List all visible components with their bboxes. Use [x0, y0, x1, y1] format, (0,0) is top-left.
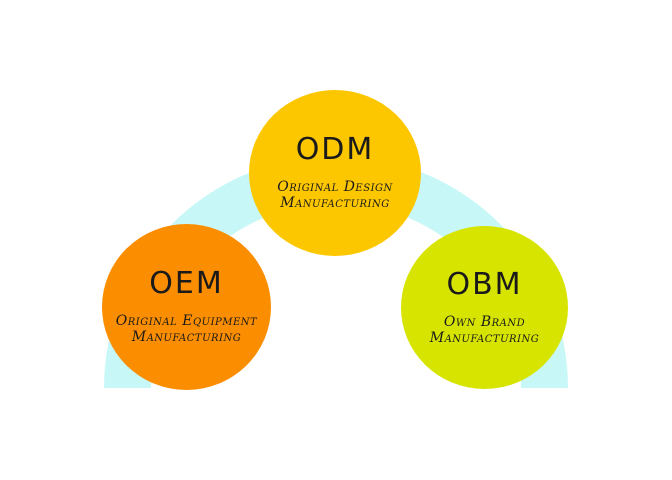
oem-full-name: Original Equipment Manufacturing [116, 313, 257, 345]
obm-full-name-line1: Own Brand [443, 313, 526, 330]
odm-full-name-line2: Manufacturing [280, 195, 390, 211]
obm-circle: OBM Own Brand Manufacturing [401, 226, 568, 389]
odm-circle: ODM Original Design Manufacturing [249, 90, 421, 256]
oem-abbreviation: OEM [149, 266, 224, 301]
odm-full-name-line1: Original Design [277, 179, 393, 195]
odm-abbreviation: ODM [295, 132, 375, 167]
odm-full-name: Original Design Manufacturing [277, 179, 393, 211]
oem-full-name-line1: Original Equipment [115, 313, 258, 329]
oem-full-name-line2: Manufacturing [131, 329, 242, 345]
obm-abbreviation: OBM [446, 266, 523, 302]
oem-circle: OEM Original Equipment Manufacturing [102, 224, 271, 390]
obm-full-name-line2: Manufacturing [429, 329, 540, 346]
obm-full-name: Own Brand Manufacturing [430, 314, 540, 346]
